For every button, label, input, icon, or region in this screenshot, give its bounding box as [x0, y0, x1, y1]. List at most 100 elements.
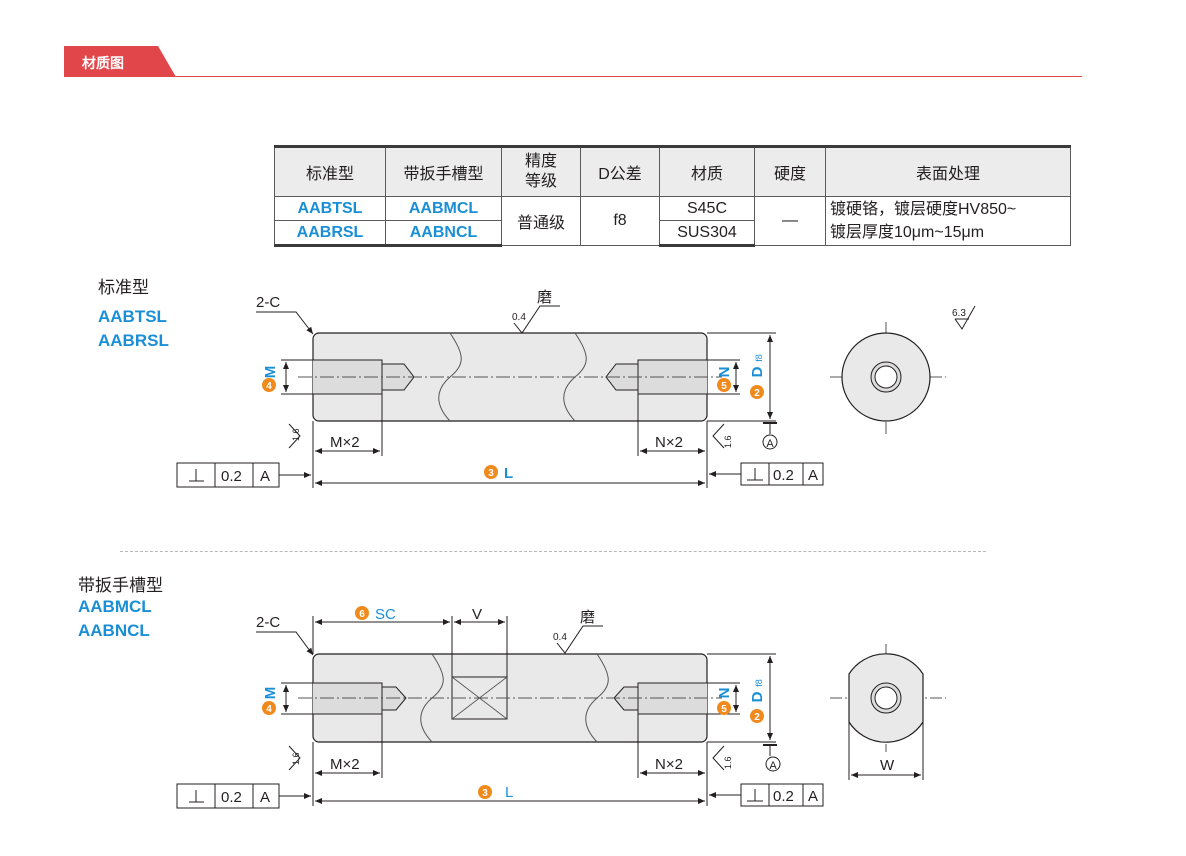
drawing-wrench: 2-C 6 SC V 磨 0.4 4 M 5 N 2 — [176, 606, 946, 809]
grind-label: 磨 — [580, 609, 595, 626]
dim-D-sub: f8 — [754, 679, 764, 687]
callout-3 — [484, 465, 498, 479]
tol-frame — [176, 783, 280, 809]
spec-table: 标准型 带扳手槽型 精度 等级 D公差 材质 硬度 表面处理 AABTSL AA… — [274, 145, 1071, 247]
cell-code: AABTSL — [274, 196, 386, 221]
tol-frame — [176, 462, 280, 488]
cell-tolerance: f8 — [580, 196, 660, 246]
section1-code: AABRSL — [98, 331, 169, 350]
section2-code: AABNCL — [78, 621, 150, 640]
tol-datum: A — [260, 468, 270, 485]
m-thread-label: M×2 — [330, 434, 360, 451]
tol-datum: A — [808, 788, 818, 805]
section1-title: 标准型 — [98, 278, 149, 297]
roughness-value: 1.6 — [723, 756, 733, 769]
end-view-2: W — [830, 644, 946, 780]
roughness-symbol — [712, 745, 725, 771]
roughness-value: 0.4 — [553, 632, 567, 643]
dim-W-label: W — [880, 757, 895, 774]
cell-code: AABRSL — [274, 220, 386, 247]
col-surface: 表面处理 — [825, 145, 1071, 197]
callout-number: 3 — [482, 788, 488, 799]
roughness-symbol — [513, 305, 560, 334]
drawing-standard: 2-C 磨 0.4 4 M 5 N 2 D f8 A — [176, 289, 976, 488]
break-line — [438, 332, 462, 422]
dim-N-label: N — [716, 367, 733, 378]
table-row: AABRSL AABNCL SUS304 — [274, 220, 1071, 247]
section2-code: AABMCL — [78, 597, 152, 616]
roughness-value: 0.4 — [512, 312, 526, 323]
dim-D-label: D — [749, 691, 766, 702]
col-precision: 精度 等级 — [501, 145, 581, 197]
chamfer-label: 2-C — [256, 294, 280, 311]
col-hardness: 硬度 — [754, 145, 826, 197]
callout-3 — [478, 785, 492, 799]
callout-4 — [262, 701, 276, 715]
callout-5 — [717, 378, 731, 392]
tol-value: 0.2 — [773, 788, 794, 805]
n-thread-label: N×2 — [655, 756, 683, 773]
dim-M-label: M — [262, 687, 279, 700]
cell-material: SUS304 — [659, 220, 755, 247]
end-view-1 — [830, 322, 946, 434]
tol-value: 0.2 — [773, 467, 794, 484]
tolerance-frame-right: 0.2 A — [709, 462, 824, 486]
dim-N-label: N — [716, 688, 733, 699]
spec-table-header: 标准型 带扳手槽型 精度 等级 D公差 材质 硬度 表面处理 — [274, 145, 1071, 197]
callout-2 — [750, 709, 764, 723]
callout-4 — [262, 378, 276, 392]
roughness-value: 6.3 — [952, 308, 966, 319]
roughness-symbol — [712, 423, 725, 449]
dim-SC-label: SC — [375, 606, 396, 623]
grind-label: 磨 — [537, 289, 552, 306]
datum-label: A — [766, 438, 774, 450]
callout-5 — [717, 701, 731, 715]
dim-M-label: M — [262, 366, 279, 379]
surface-line: 镀硬铬，镀层硬度HV850~ — [830, 201, 1017, 218]
datum-circle — [765, 756, 781, 772]
roughness-symbol — [288, 745, 301, 771]
callout-number: 6 — [359, 609, 365, 620]
roughness-value: 1.6 — [723, 435, 733, 448]
chamfer-leader — [256, 311, 314, 335]
end-circle-inner — [874, 686, 898, 710]
header-divider — [64, 76, 1082, 77]
datum-circle — [762, 434, 778, 450]
datum-label: A — [769, 760, 777, 772]
roughness-symbol — [556, 625, 603, 654]
tolerance-frame-right: 0.2 A — [709, 783, 824, 807]
section-tab: 材质图 — [64, 46, 176, 78]
cell-precision: 普通级 — [501, 196, 581, 246]
tol-value: 0.2 — [221, 468, 242, 485]
chamfer-leader — [256, 631, 314, 656]
callout-number: 2 — [754, 712, 760, 723]
chamfer-label: 2-C — [256, 614, 280, 631]
callout-6 — [355, 606, 369, 620]
dim-L-label: L — [504, 465, 513, 482]
n-thread-label: N×2 — [655, 434, 683, 451]
callout-number: 4 — [266, 381, 272, 392]
roughness-symbol — [288, 423, 301, 449]
cell-code: AABNCL — [385, 220, 502, 247]
tol-datum: A — [260, 789, 270, 806]
cell-hardness: — — [754, 196, 826, 246]
table-row: AABTSL AABMCL 普通级 f8 S45C — 镀硬铬，镀层硬度HV85… — [274, 196, 1071, 246]
tolerance-frame-left: 0.2 A — [176, 783, 311, 809]
dim-V-label: V — [472, 606, 482, 623]
section-separator — [120, 551, 986, 552]
roughness-value: 1.6 — [291, 428, 301, 441]
m-thread-label: M×2 — [330, 756, 360, 773]
cell-material: S45C — [659, 196, 755, 221]
section-tab-shape — [64, 46, 176, 77]
dim-D-label: D — [749, 366, 766, 377]
surface-line: 镀层厚度10μm~15μm — [830, 224, 985, 241]
roughness-symbol — [954, 305, 976, 330]
callout-number: 5 — [721, 381, 727, 392]
col-wrench: 带扳手槽型 — [385, 145, 502, 197]
section2-title: 带扳手槽型 — [78, 576, 163, 595]
callout-number: 2 — [754, 388, 760, 399]
callout-number: 3 — [488, 468, 494, 479]
tolerance-frame-left: 0.2 A — [176, 462, 311, 488]
callout-number: 4 — [266, 704, 272, 715]
